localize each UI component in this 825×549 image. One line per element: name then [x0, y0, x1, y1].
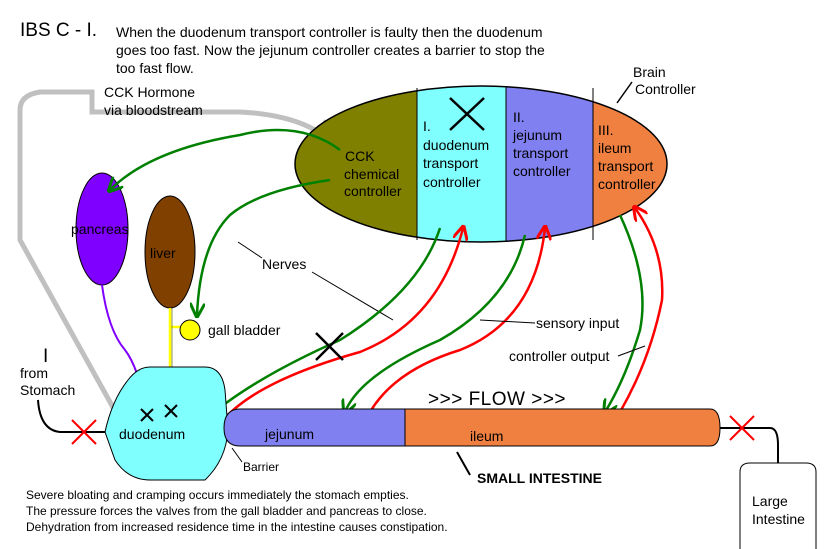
- nerve-cck-to-pancreas: [110, 128, 341, 190]
- brain-controller-outline: [294, 85, 668, 243]
- ileum-sensory-input: [618, 208, 664, 413]
- cck-hormone-pathway: [17, 89, 330, 422]
- gall-bladder: [179, 319, 201, 341]
- ileum-controller-output: [605, 214, 644, 412]
- nerves-pointer-1: [237, 241, 263, 259]
- duodenum-label: duodenum: [119, 426, 185, 442]
- controller-output-label: controller output: [509, 348, 610, 364]
- nerve-cck-to-gall-bladder: [197, 178, 331, 315]
- from-stomach-label-1: from: [20, 365, 48, 381]
- duodenum-sensory-input: [224, 228, 463, 419]
- cck-controller-region: [295, 86, 417, 242]
- ileum-controller-line-4: controller: [598, 176, 656, 192]
- stomach-marker: I: [43, 346, 48, 367]
- cck-controller-line-2: chemical: [344, 166, 399, 182]
- brain-label-1: Brain: [633, 64, 666, 80]
- ileum-controller-line-2: ileum: [598, 140, 631, 156]
- jejunum-controller-line-3: transport: [513, 145, 568, 161]
- intro-line-2: goes too fast. Now the jejunum controlle…: [116, 42, 545, 58]
- brain-label-2: Controller: [635, 81, 696, 97]
- closed-valve-gall-bladder: [164, 404, 178, 418]
- nerves-label: Nerves: [262, 256, 306, 272]
- closed-valve-ileocecal: [729, 415, 755, 441]
- jejunum-controller-output: [345, 234, 527, 412]
- cck-hormone-label-2: via bloodstream: [104, 102, 203, 118]
- nerves-pointer-2: [311, 271, 394, 321]
- ileum-segment: [404, 408, 721, 447]
- closed-valve-stomach: [71, 419, 97, 445]
- large-intestine-label-1: Large: [752, 493, 788, 509]
- large-intestine-label-2: Intestine: [752, 511, 805, 527]
- duodenum: [104, 366, 229, 481]
- ileum-controller-line-1: III.: [598, 122, 614, 138]
- gall-bladder-label: gall bladder: [208, 322, 281, 338]
- footer-line-2: The pressure forces the valves from the …: [26, 504, 427, 518]
- sensory-input-label: sensory input: [536, 315, 619, 331]
- duodenum-controller-line-4: controller: [423, 174, 481, 190]
- jejunum-controller-region: [506, 86, 593, 242]
- closed-valve-pancreas: [140, 408, 154, 422]
- brain-label-pointer: [616, 81, 633, 104]
- jejunum-label: jejunum: [264, 426, 314, 442]
- pancreas-label: pancreas: [71, 221, 129, 237]
- jejunum-segment: [223, 408, 406, 447]
- duodenum-controller-line-1: I.: [423, 118, 431, 134]
- duodenum-controller-region: [417, 86, 506, 242]
- diagram-title: IBS C - I.: [20, 20, 97, 41]
- ileum-label: ileum: [470, 428, 503, 444]
- cck-hormone-label-1: CCK Hormone: [104, 84, 195, 100]
- fault-cross-nerve: [315, 332, 344, 361]
- flow-label: >>> FLOW >>>: [428, 389, 566, 410]
- intro-line-3: too fast flow.: [116, 60, 194, 76]
- duodenum-controller-line-2: duodenum: [423, 137, 489, 153]
- duodenum-controller-line-3: transport: [423, 155, 478, 171]
- stomach-tube: [37, 399, 112, 433]
- jejunum-sensory-input: [368, 228, 545, 413]
- large-intestine: [739, 462, 817, 549]
- jejunum-controller-line-4: controller: [513, 163, 571, 179]
- barrier-label: Barrier: [243, 460, 279, 474]
- fault-cross-duodenum-controller: [449, 97, 485, 131]
- small-intestine-label: SMALL INTESTINE: [477, 470, 602, 486]
- liver-label: liver: [150, 245, 176, 261]
- ileum-controller-line-3: transport: [598, 158, 653, 174]
- from-stomach-label-2: Stomach: [20, 382, 75, 398]
- cck-controller-line-1: CCK: [345, 148, 375, 164]
- footer-line-1: Severe bloating and cramping occurs imme…: [26, 488, 409, 502]
- duodenum-controller-output: [205, 227, 442, 420]
- jejunum-controller-line-1: II.: [513, 109, 525, 125]
- footer-line-3: Dehydration from increased residence tim…: [26, 520, 448, 534]
- intro-line-1: When the duodenum transport controller i…: [116, 24, 542, 40]
- cck-controller-line-3: controller: [344, 183, 402, 199]
- jejunum-controller-line-2: jejunum: [512, 127, 562, 143]
- ileocecal-tube: [720, 427, 779, 463]
